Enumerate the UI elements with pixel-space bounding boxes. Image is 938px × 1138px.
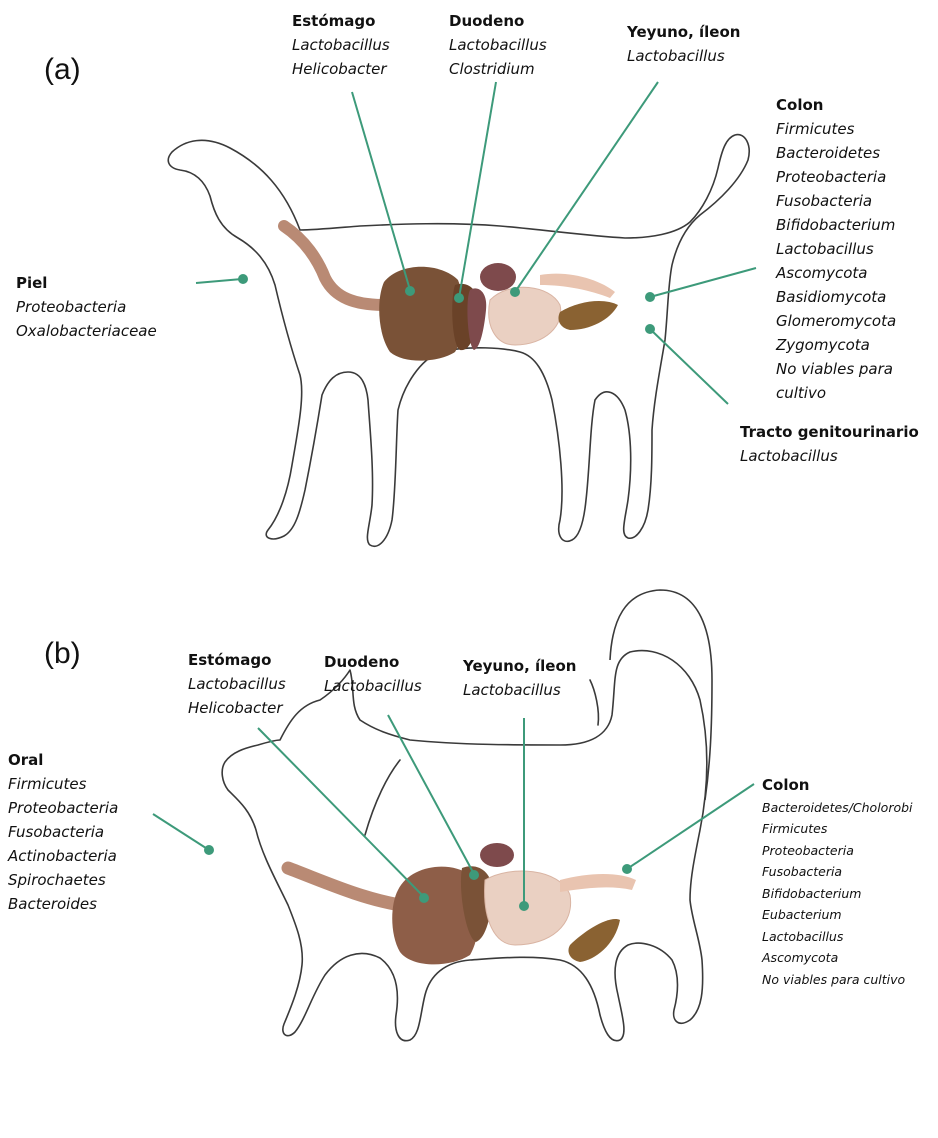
cat-colon-title: Colon — [762, 775, 913, 797]
cat-colon-item: Proteobacteria — [762, 840, 913, 862]
cat-estomago-label: Estómago Lactobacillus Helicobacter — [188, 648, 286, 720]
dog-yeyuno-label: Yeyuno, íleon Lactobacillus — [627, 20, 740, 68]
dog-colon-title: Colon — [776, 93, 896, 117]
cat-oral-item: Spirochaetes — [8, 868, 118, 892]
dog-tracto-title: Tracto genitourinario — [740, 420, 919, 444]
cat-oral-item: Fusobacteria — [8, 820, 118, 844]
panel-b-label: (b) — [44, 637, 81, 671]
cat-outline — [222, 651, 707, 1041]
dog-tracto-label: Tracto genitourinario Lactobacillus — [740, 420, 919, 468]
cat-colon-item: Eubacterium — [762, 904, 913, 926]
cat-estomago-item: Lactobacillus — [188, 672, 286, 696]
cat-estomago-item: Helicobacter — [188, 696, 286, 720]
cat-colon-item: Lactobacillus — [762, 926, 913, 948]
dog-colon-item: Proteobacteria — [776, 165, 896, 189]
cat-colon-item: Bacteroidetes/Cholorobi — [762, 797, 913, 819]
dog-duodeno-item: Clostridium — [449, 57, 547, 81]
dog-colon-item: Firmicutes — [776, 117, 896, 141]
dog-colon-item: Bacteroidetes — [776, 141, 896, 165]
dog-colon-item: cultivo — [776, 381, 896, 405]
dog-piel-label: Piel Proteobacteria Oxalobacteriaceae — [16, 271, 157, 343]
cat-tail — [610, 590, 712, 800]
panel-a-label: (a) — [44, 53, 81, 87]
dog-tracto-item: Lactobacillus — [740, 444, 919, 468]
dog-yeyuno-title: Yeyuno, íleon — [627, 20, 740, 44]
cat-duodeno-item: Lactobacillus — [324, 674, 422, 698]
cat-colon-item: No viables para cultivo — [762, 969, 913, 991]
dog-piel-item: Proteobacteria — [16, 295, 157, 319]
cat-organs — [288, 843, 636, 964]
cat-duodeno-label: Duodeno Lactobacillus — [324, 650, 422, 698]
dog-colon-item: Glomeromycota — [776, 309, 896, 333]
cat-oral-title: Oral — [8, 748, 118, 772]
dog-estomago-title: Estómago — [292, 9, 390, 33]
dog-leader-lines — [196, 82, 756, 404]
dog-yeyuno-item: Lactobacillus — [627, 44, 740, 68]
cat-duodeno-title: Duodeno — [324, 650, 422, 674]
dog-duodeno-label: Duodeno Lactobacillus Clostridium — [449, 9, 547, 81]
dog-colon-item: Ascomycota — [776, 261, 896, 285]
cat-oral-item: Bacteroides — [8, 892, 118, 916]
cat-colon-item: Bifidobacterium — [762, 883, 913, 905]
dog-piel-title: Piel — [16, 271, 157, 295]
cat-colon-label: Colon Bacteroidetes/Cholorobi Firmicutes… — [762, 775, 913, 990]
dog-estomago-label: Estómago Lactobacillus Helicobacter — [292, 9, 390, 81]
dog-colon-item: No viables para — [776, 357, 896, 381]
dog-estomago-item: Helicobacter — [292, 57, 390, 81]
dog-duodeno-title: Duodeno — [449, 9, 547, 33]
dog-piel-item: Oxalobacteriaceae — [16, 319, 157, 343]
dog-organs — [284, 226, 618, 361]
dog-colon-item: Bifidobacterium — [776, 213, 896, 237]
dog-colon-item: Zygomycota — [776, 333, 896, 357]
cat-yeyuno-label: Yeyuno, íleon Lactobacillus — [463, 654, 576, 702]
cat-oral-item: Actinobacteria — [8, 844, 118, 868]
cat-colon-item: Firmicutes — [762, 818, 913, 840]
cat-colon-item: Ascomycota — [762, 947, 913, 969]
dog-colon-item: Fusobacteria — [776, 189, 896, 213]
dog-estomago-item: Lactobacillus — [292, 33, 390, 57]
cat-oral-label: Oral Firmicutes Proteobacteria Fusobacte… — [8, 748, 118, 916]
dog-duodeno-item: Lactobacillus — [449, 33, 547, 57]
cat-yeyuno-title: Yeyuno, íleon — [463, 654, 576, 678]
cat-estomago-title: Estómago — [188, 648, 286, 672]
dog-colon-item: Basidiomycota — [776, 285, 896, 309]
dog-colon-label: Colon Firmicutes Bacteroidetes Proteobac… — [776, 93, 896, 405]
cat-colon-item: Fusobacteria — [762, 861, 913, 883]
cat-oral-item: Proteobacteria — [8, 796, 118, 820]
dog-colon-item: Lactobacillus — [776, 237, 896, 261]
cat-yeyuno-item: Lactobacillus — [463, 678, 576, 702]
cat-oral-item: Firmicutes — [8, 772, 118, 796]
